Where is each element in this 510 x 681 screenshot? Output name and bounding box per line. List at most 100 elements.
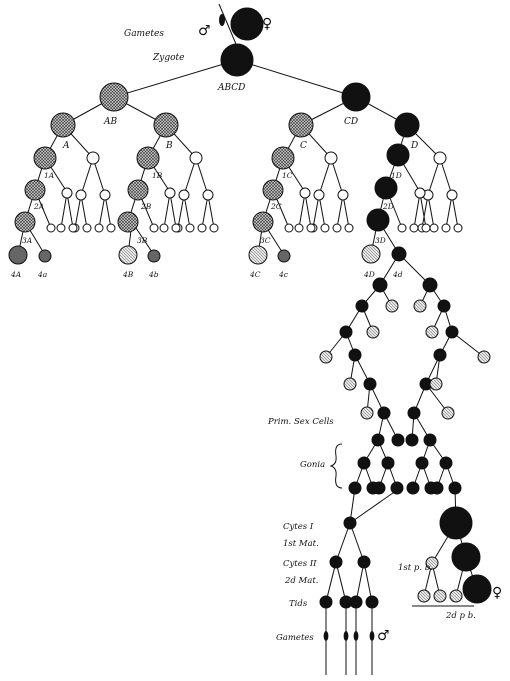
cell	[437, 299, 451, 313]
cell	[61, 187, 73, 199]
oocyte-2-cell	[451, 542, 481, 572]
cell	[366, 325, 380, 339]
lineage-edge	[421, 194, 429, 229]
lineage-edge	[104, 194, 112, 229]
prim-sex-cell	[423, 433, 437, 447]
2d-cell	[374, 176, 398, 200]
cell	[197, 223, 207, 233]
prim-sex-cell	[405, 433, 419, 447]
b-1-cell	[136, 146, 160, 170]
cell	[425, 325, 439, 339]
cell	[421, 223, 431, 233]
lineage-edge	[312, 194, 320, 229]
cell	[441, 223, 451, 233]
cell	[202, 189, 214, 201]
oocyte-1-cell	[439, 506, 473, 540]
lineage-edge	[355, 561, 365, 603]
gonium-cell	[406, 481, 420, 495]
lineage-edge	[304, 192, 312, 229]
gametes-top-label: Gametes	[124, 29, 164, 39]
gonium-cell	[439, 456, 453, 470]
prim-sex-cells-label: Prim. Sex Cells	[267, 417, 334, 427]
cell	[284, 223, 294, 233]
cell	[56, 223, 66, 233]
b-3-cell	[117, 211, 139, 233]
a-label: A	[62, 141, 70, 151]
gametes-bottom-label: Gametes	[276, 633, 314, 643]
a-4-cell	[8, 245, 28, 265]
c-4-cell	[248, 245, 268, 265]
cell	[433, 151, 447, 165]
cell	[407, 406, 421, 420]
cell	[446, 189, 458, 201]
sperm-cell	[343, 631, 349, 641]
cell	[189, 151, 203, 165]
abcd-label: ABCD	[217, 83, 245, 93]
cell	[320, 223, 330, 233]
lineage-edge	[66, 192, 74, 229]
cell	[343, 377, 357, 391]
sperm-cell	[353, 631, 359, 641]
spermatocyte-2-cell	[357, 555, 371, 569]
lineage-edge	[183, 194, 191, 229]
egg-cell	[230, 7, 264, 41]
cell	[445, 325, 459, 339]
3d-label: 3D	[375, 236, 386, 245]
cell	[106, 223, 116, 233]
cell	[363, 377, 377, 391]
cell	[477, 350, 491, 364]
lineage-edge	[335, 561, 347, 603]
lineage-edge	[60, 192, 68, 229]
cell	[149, 223, 159, 233]
spermatid-cell	[349, 595, 363, 609]
lineage-edge	[445, 194, 453, 229]
gonium-cell	[390, 481, 404, 495]
cell	[372, 277, 388, 293]
lineage-edge	[163, 192, 171, 229]
spermatocyte-2-cell	[329, 555, 343, 569]
lineage-edge	[298, 192, 306, 229]
male-symbol-top: ♂	[198, 23, 211, 39]
2b-label: 2B	[140, 202, 152, 211]
4c-label: 4C	[249, 270, 261, 279]
cell	[171, 223, 181, 233]
a-cell	[50, 112, 76, 138]
spermatid-cell	[365, 595, 379, 609]
cell	[82, 223, 92, 233]
spermatocyte-1-cell	[343, 516, 357, 530]
gonium-cell	[430, 481, 444, 495]
1d-label: 1D	[391, 171, 402, 180]
cell	[46, 223, 56, 233]
prim-sex-cell	[371, 433, 385, 447]
cell	[355, 299, 369, 313]
gonium-cell	[381, 456, 395, 470]
polar-body-cell	[433, 589, 447, 603]
lineage-edge	[342, 194, 350, 229]
d-cell	[394, 112, 420, 138]
lineage-edge	[336, 194, 344, 229]
3c-label: 3C	[260, 236, 271, 245]
lineage-edge	[177, 194, 185, 229]
lineage-edge	[427, 194, 435, 229]
b-4-cell	[118, 245, 138, 265]
cell	[294, 223, 304, 233]
zygote-label: Zygote	[152, 53, 184, 63]
cell	[429, 377, 443, 391]
a-3-cell	[14, 211, 36, 233]
cell	[422, 277, 438, 293]
female-symbol-top: ♀	[262, 16, 272, 32]
b-4s-cell	[147, 249, 161, 263]
4d-cell	[361, 244, 381, 264]
cell	[332, 223, 342, 233]
1c-label: 1C	[282, 171, 293, 180]
cell	[344, 223, 354, 233]
sperm-path	[218, 3, 237, 45]
second-mat-label: 2d Mat.	[284, 576, 318, 586]
ovum-cell	[462, 574, 492, 604]
gonium-cell	[415, 456, 429, 470]
4d-label: 4D	[363, 270, 375, 279]
cell	[319, 350, 333, 364]
4d-small-label: 4d	[392, 270, 403, 279]
cell	[433, 348, 447, 362]
d-label: D	[410, 141, 418, 151]
